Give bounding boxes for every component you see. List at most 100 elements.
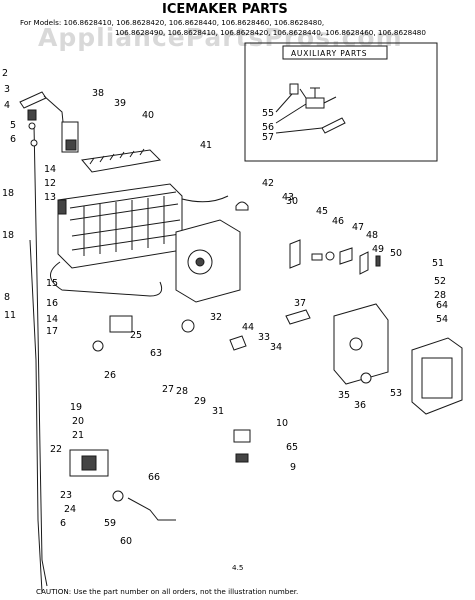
callout-6: 6 <box>60 518 66 529</box>
callout-54: 54 <box>436 314 448 325</box>
callout-33: 33 <box>258 332 270 343</box>
callout-37: 37 <box>294 298 306 309</box>
page-title: ICEMAKER PARTS <box>162 2 288 17</box>
callout-49: 49 <box>372 244 384 255</box>
callout-50: 50 <box>390 248 402 259</box>
callout-23: 23 <box>60 490 72 501</box>
part-57-shape <box>321 117 346 134</box>
callout-47: 47 <box>352 222 364 233</box>
callout-21: 21 <box>72 430 84 441</box>
callout-48: 48 <box>366 230 378 241</box>
callout-11: 11 <box>4 310 16 321</box>
callout-28: 28 <box>176 386 188 397</box>
part-55-shape <box>289 83 299 95</box>
callout-40: 40 <box>142 110 154 121</box>
callout-2: 2 <box>2 68 8 79</box>
callout-19: 19 <box>70 402 82 413</box>
part-9-shape <box>235 453 249 463</box>
callout-16: 16 <box>46 298 58 309</box>
parts-2-6-group <box>19 91 65 147</box>
switch-parts-cluster <box>289 239 381 275</box>
callout-6: 6 <box>10 134 16 145</box>
callout-25: 25 <box>130 330 142 341</box>
model-list-line-1: For Models: 106.8628410, 106.8628420, 10… <box>20 18 324 27</box>
callout-30: 30 <box>286 196 298 207</box>
part-15-shape <box>50 261 163 297</box>
callout-55: 55 <box>262 108 274 119</box>
part-40-shape <box>81 149 162 173</box>
watermark-text: AppliancePartsPros.com <box>38 23 403 52</box>
icemaker-mold <box>57 183 183 269</box>
callout-66: 66 <box>148 472 160 483</box>
callout-9: 9 <box>290 462 296 473</box>
part-60-shape <box>127 497 176 521</box>
part-3-shape <box>19 91 47 109</box>
callout-65: 65 <box>286 442 298 453</box>
callout-28: 28 <box>434 290 446 301</box>
page-number: 4.5 <box>232 563 243 572</box>
callout-45: 45 <box>316 206 328 217</box>
callout-5: 5 <box>10 120 16 131</box>
callout-14: 14 <box>44 164 56 175</box>
callout-64: 64 <box>436 300 448 311</box>
part-44-shape <box>229 335 247 351</box>
callout-17: 17 <box>46 326 58 337</box>
callout-57: 57 <box>262 132 274 143</box>
callout-56: 56 <box>262 122 274 133</box>
callout-51: 51 <box>432 258 444 269</box>
control-housing <box>175 219 241 303</box>
callout-8: 8 <box>4 292 10 303</box>
callout-14: 14 <box>46 314 58 325</box>
callout-29: 29 <box>194 396 206 407</box>
part-5-shape <box>28 122 36 130</box>
callout-27: 27 <box>162 384 174 395</box>
callout-46: 46 <box>332 216 344 227</box>
callout-13: 13 <box>44 192 56 203</box>
part-17-shape <box>92 340 104 352</box>
callout-31: 31 <box>212 406 224 417</box>
callout-39: 39 <box>114 98 126 109</box>
part-35-shape <box>360 372 372 384</box>
part-34-shape <box>285 309 311 325</box>
callout-52: 52 <box>434 276 446 287</box>
caution-note: CAUTION: Use the part number on all orde… <box>36 587 298 596</box>
part-56-connector <box>299 88 337 104</box>
callout-4: 4 <box>4 100 10 111</box>
callout-labels: 2345638394041424314121318188111516141730… <box>2 68 448 547</box>
auxiliary-parts-label: AUXILIARY PARTS <box>291 49 367 58</box>
callout-20: 20 <box>72 416 84 427</box>
part-56-shape <box>305 87 325 109</box>
water-line <box>33 124 48 587</box>
part-16-shape <box>109 315 133 333</box>
callout-43: 43 <box>282 192 294 203</box>
part-39-shape <box>65 139 77 151</box>
callout-35: 35 <box>338 390 350 401</box>
callout-10: 10 <box>276 418 288 429</box>
callout-42: 42 <box>262 178 274 189</box>
part-42-shape <box>235 201 249 211</box>
wire-harness <box>29 239 43 593</box>
callout-3: 3 <box>4 84 10 95</box>
callout-32: 32 <box>210 312 222 323</box>
callout-44: 44 <box>242 322 254 333</box>
part-4-shape <box>27 109 37 121</box>
callout-34: 34 <box>270 342 282 353</box>
mounting-plate <box>333 303 389 385</box>
part-65-shape <box>233 429 251 443</box>
callout-36: 36 <box>354 400 366 411</box>
callout-24: 24 <box>64 504 76 515</box>
part-32-shape <box>181 319 195 333</box>
callout-38: 38 <box>92 88 104 99</box>
callout-22: 22 <box>50 444 62 455</box>
callout-18: 18 <box>2 230 14 241</box>
callout-12: 12 <box>44 178 56 189</box>
callout-59: 59 <box>104 518 116 529</box>
model-list-line-2: 106.8628490, 106.8628410, 106.8628420, 1… <box>115 28 426 37</box>
water-valve <box>69 449 124 502</box>
callout-15: 15 <box>46 278 58 289</box>
callout-63: 63 <box>150 348 162 359</box>
front-cover <box>411 337 463 415</box>
callout-26: 26 <box>104 370 116 381</box>
